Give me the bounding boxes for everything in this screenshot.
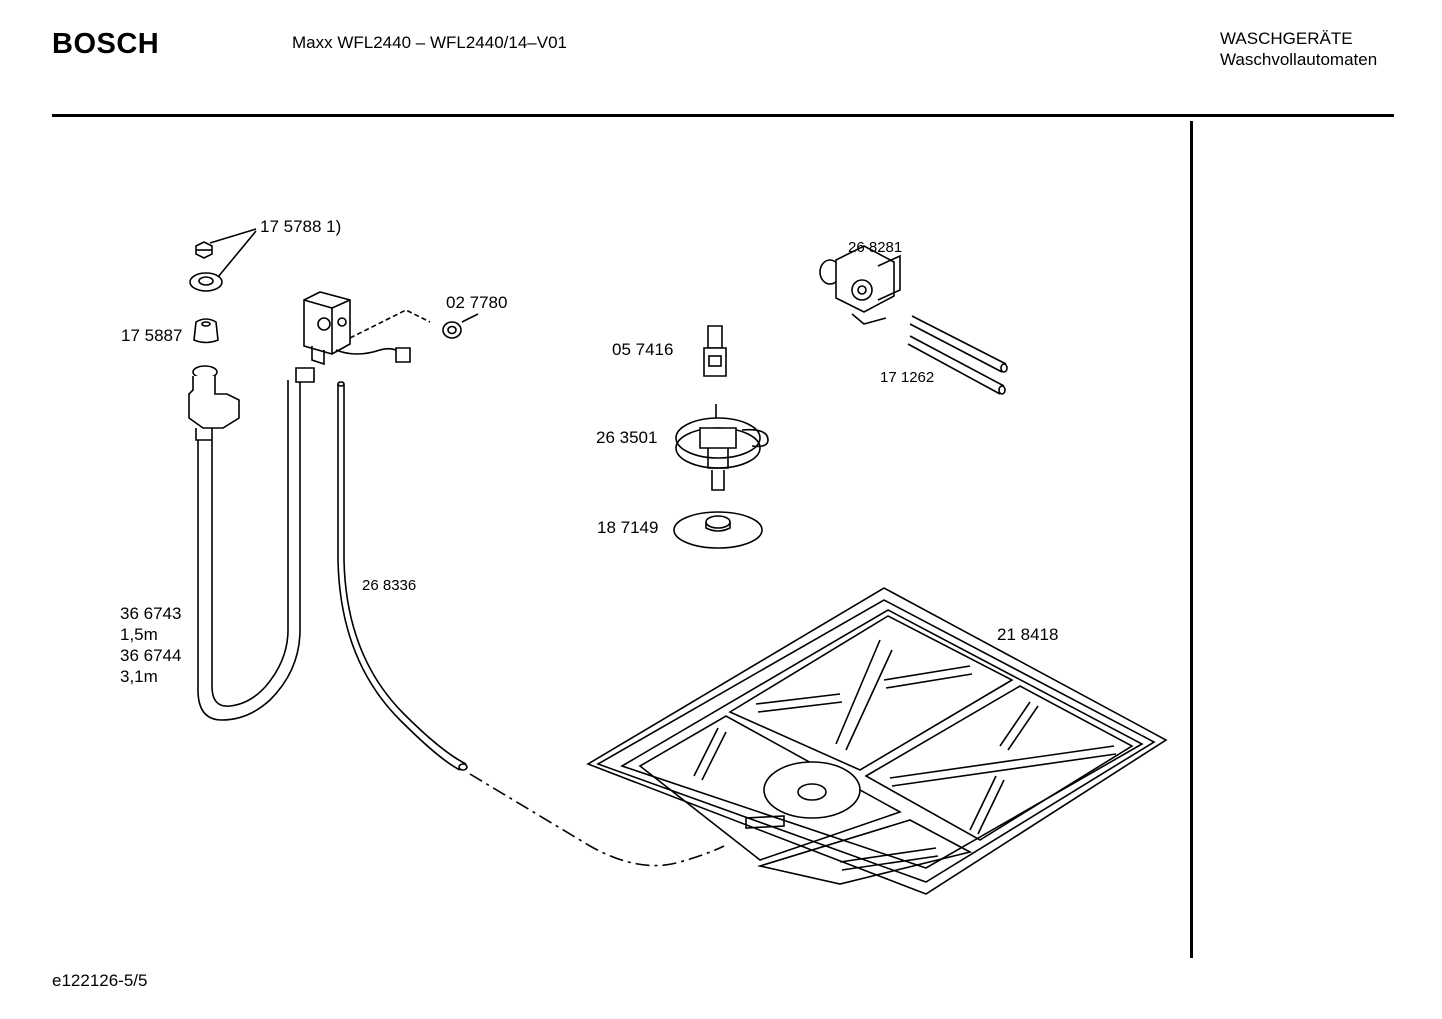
part-label-pump: 26 8281 bbox=[848, 239, 903, 256]
base-plate-part bbox=[586, 587, 1168, 895]
subcategory-label: Waschvollautomaten bbox=[1220, 50, 1378, 69]
part-label-disc: 18 7149 bbox=[597, 518, 659, 537]
part-label-hose-2: 36 6744 bbox=[120, 646, 182, 665]
clip-part bbox=[703, 325, 727, 377]
part-label-rods: 17 1262 bbox=[880, 369, 935, 386]
pump-part bbox=[819, 245, 901, 325]
part-label-hose-1: 36 6743 bbox=[120, 604, 182, 623]
part-label-knob: 17 5887 bbox=[121, 326, 183, 345]
part-label-hose-1-length: 1,5m bbox=[120, 625, 158, 644]
knob-part bbox=[193, 318, 219, 344]
connector-disc-part bbox=[675, 404, 769, 491]
part-label-seal-ring: 02 7780 bbox=[446, 293, 508, 312]
disc-part bbox=[673, 511, 763, 549]
model-title: Maxx WFL2440 – WFL2440/14–V01 bbox=[292, 33, 567, 52]
part-label-hose-2-length: 3,1m bbox=[120, 667, 158, 686]
rods-part bbox=[907, 315, 1008, 395]
part-label-clip: 05 7416 bbox=[612, 340, 674, 359]
part-label-connector-disc: 26 3501 bbox=[596, 428, 658, 447]
valve-block-part bbox=[303, 291, 431, 366]
part-label-drain-tube: 26 8336 bbox=[362, 577, 417, 594]
seal-ring-part bbox=[442, 313, 479, 339]
cap-part bbox=[189, 228, 257, 292]
part-label-cap: 17 5788 1) bbox=[260, 217, 342, 236]
diagram-id: e122126-5/5 bbox=[52, 971, 148, 990]
category-label: WASCHGERÄTE bbox=[1220, 29, 1353, 48]
drain-tube-part bbox=[337, 381, 725, 867]
inlet-hose-part bbox=[188, 365, 315, 721]
side-divider bbox=[1190, 121, 1193, 958]
part-label-base-plate: 21 8418 bbox=[997, 625, 1059, 644]
brand-logo: BOSCH bbox=[52, 28, 160, 60]
header-divider bbox=[52, 114, 1394, 117]
